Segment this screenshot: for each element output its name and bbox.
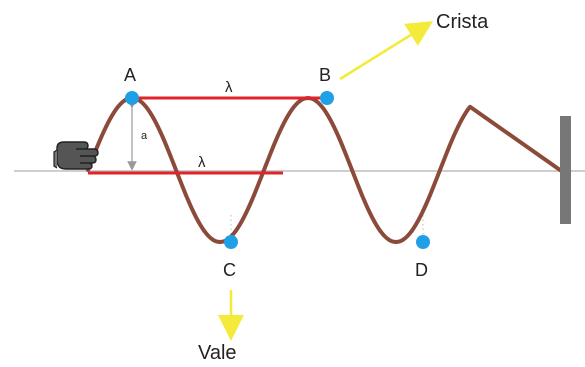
hand-icon xyxy=(53,141,99,170)
trough-label: Vale xyxy=(198,342,237,364)
point-c-marker xyxy=(224,235,238,249)
crest-label: Crista xyxy=(436,11,489,33)
point-c-label: C xyxy=(223,260,236,280)
wave-curve xyxy=(86,96,562,244)
wavelength-label-top: λ xyxy=(225,79,233,96)
amplitude-label: a xyxy=(141,130,148,142)
wavelength-label-mid: λ xyxy=(198,154,206,171)
point-d-marker xyxy=(416,235,430,249)
point-a-marker xyxy=(125,91,139,105)
wall-clamp-icon xyxy=(560,116,571,224)
point-d-label: D xyxy=(415,260,428,280)
point-b-label: B xyxy=(319,65,331,85)
point-b-marker xyxy=(320,91,334,105)
crest-arrow xyxy=(339,21,434,81)
point-a-label: A xyxy=(124,65,136,85)
